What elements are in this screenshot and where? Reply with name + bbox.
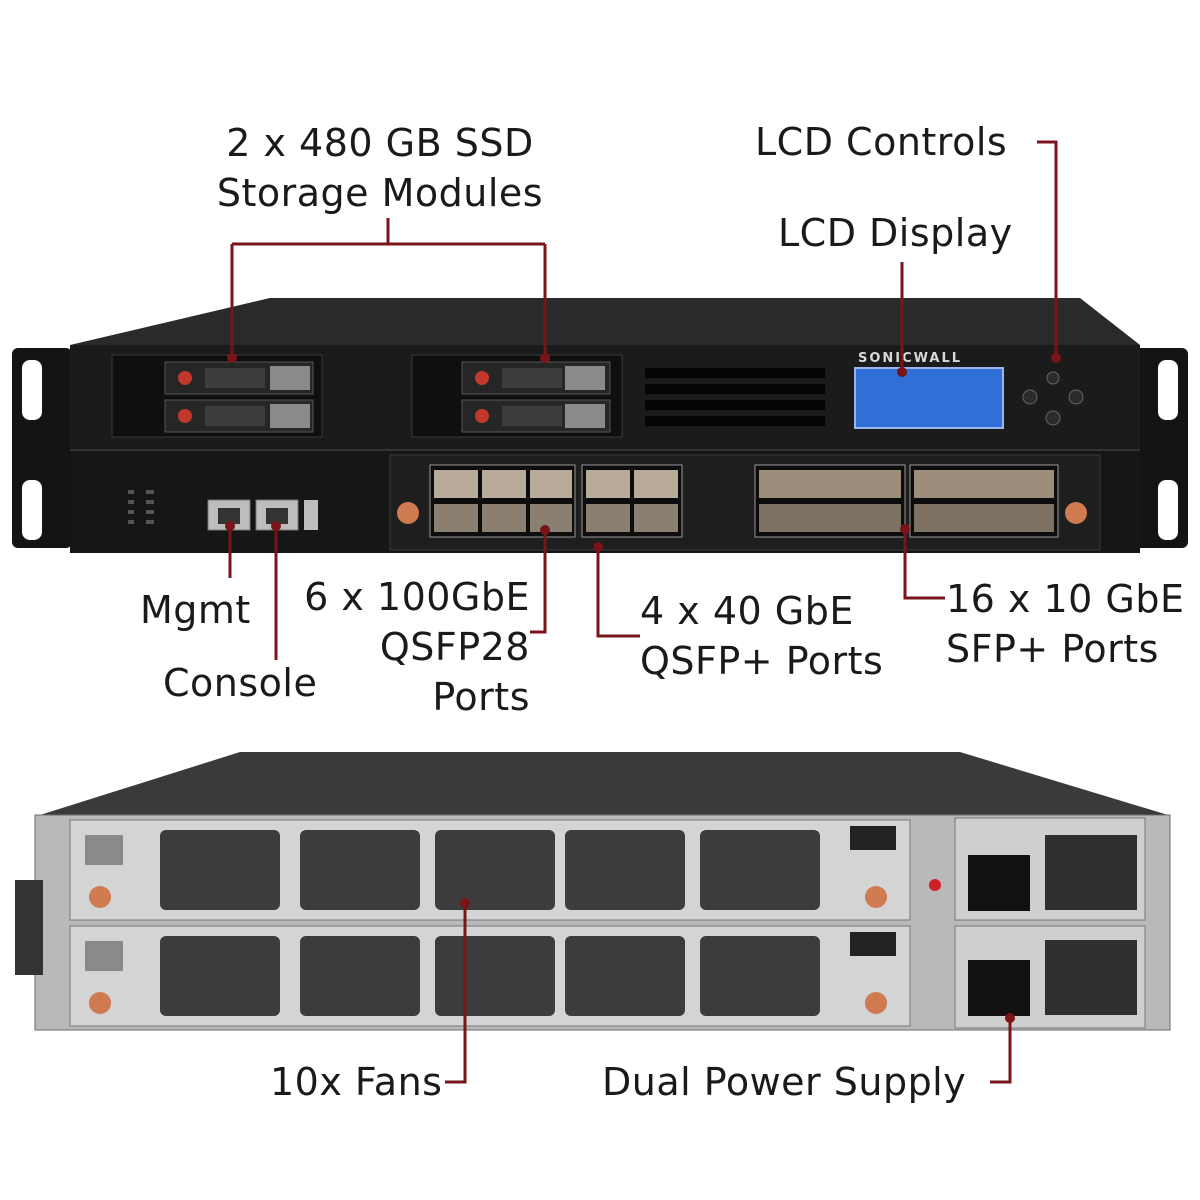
rear-port-lower[interactable]	[85, 941, 123, 971]
rear-switch-lower[interactable]	[850, 932, 896, 956]
ssd-bay-left	[111, 354, 323, 438]
status-leds	[128, 490, 154, 524]
lcd-control-buttons[interactable]	[1022, 371, 1084, 426]
sfp-plus-line-1: 16 x 10 GbE	[946, 577, 1185, 621]
mgmt-label: Mgmt	[140, 588, 251, 632]
brand-logo: SONICWALL	[858, 351, 963, 366]
rear-thumbscrew-lower-right[interactable]	[865, 992, 887, 1014]
power-supply-label: Dual Power Supply	[602, 1060, 967, 1104]
power-supply-upper	[954, 817, 1146, 921]
qsfp-plus-line-2: QSFP+ Ports	[640, 639, 884, 683]
right-ear-slot-top	[1158, 360, 1178, 420]
ssd-bay-right	[411, 354, 623, 438]
power-supply-lower	[954, 925, 1146, 1029]
rear-status-led	[929, 879, 941, 891]
rear-thumbscrew-upper-right[interactable]	[865, 886, 887, 908]
left-ear-slot-top	[22, 360, 42, 420]
lcd-screen	[854, 367, 1004, 429]
fan-grilles	[160, 830, 820, 1016]
qsfp28-line-3: Ports	[432, 675, 530, 719]
rear-thumbscrew-lower-left[interactable]	[89, 992, 111, 1014]
lcd-display-label: LCD Display	[778, 211, 1013, 255]
qsfp28-line-2: QSFP28	[379, 625, 530, 669]
usb-port[interactable]	[304, 500, 318, 530]
right-ear-slot-bottom	[1158, 480, 1178, 540]
front-vent-grille	[645, 368, 825, 426]
front-chassis-top	[70, 298, 1140, 345]
ssd-label-line-2: Storage Modules	[216, 171, 544, 215]
qsfp-plus-line-1: 4 x 40 GbE	[640, 589, 854, 633]
sfp-plus-line-2: SFP+ Ports	[946, 627, 1159, 671]
ssd-storage-label: 2 x 480 GB SSD Storage Modules	[195, 118, 565, 218]
module-thumbscrew-right[interactable]	[1065, 502, 1087, 524]
qsfp28-line-1: 6 x 100GbE	[304, 575, 530, 619]
sfp-plus-label: 16 x 10 GbE SFP+ Ports	[946, 574, 1185, 674]
left-ear-slot-bottom	[22, 480, 42, 540]
qsfp28-cage[interactable]	[429, 464, 576, 538]
lcd-controls-label: LCD Controls	[755, 120, 1008, 164]
rear-switch-upper[interactable]	[850, 826, 896, 850]
rear-port-upper[interactable]	[85, 835, 123, 865]
rear-thumbscrew-upper-left[interactable]	[89, 886, 111, 908]
rear-chassis-top	[40, 752, 1168, 815]
sfp-plus-cage-left[interactable]	[754, 464, 906, 538]
sfp-plus-cage-right[interactable]	[909, 464, 1059, 538]
qsfp-plus-cage[interactable]	[581, 464, 683, 538]
ssd-label-line-1: 2 x 480 GB SSD	[226, 121, 534, 165]
console-label: Console	[163, 661, 318, 705]
fans-label: 10x Fans	[270, 1060, 443, 1104]
module-thumbscrew-left[interactable]	[397, 502, 419, 524]
qsfp-plus-label: 4 x 40 GbE QSFP+ Ports	[640, 586, 883, 686]
qsfp28-label: 6 x 100GbE QSFP28 Ports	[290, 572, 530, 722]
